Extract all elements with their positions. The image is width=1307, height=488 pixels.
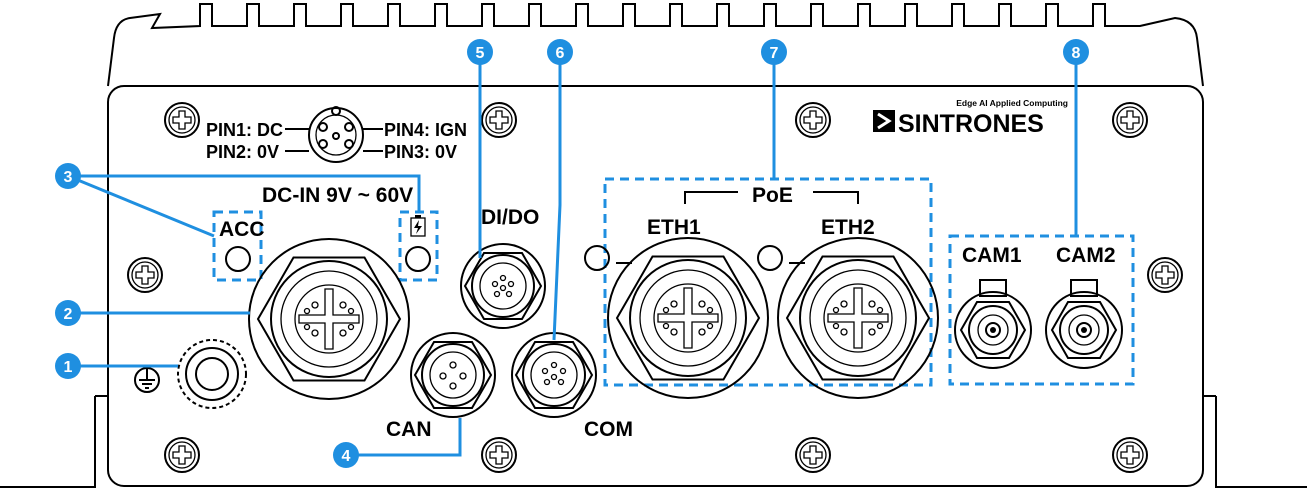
cam1-label: CAM1 <box>962 244 1022 267</box>
pin1-label: PIN1: DC <box>206 120 283 140</box>
dido-port: DI/DO <box>460 206 546 329</box>
callout-lines <box>67 52 1078 457</box>
com-label: COM <box>584 418 633 441</box>
com-port: COM <box>511 332 633 441</box>
eth1-label: ETH1 <box>647 216 701 239</box>
cam2-connector <box>1045 279 1123 369</box>
cam1-connector <box>954 279 1032 369</box>
can-label: CAN <box>386 418 432 441</box>
screw-icon <box>481 102 517 138</box>
eth2-led <box>757 245 783 271</box>
cam2-label: CAM2 <box>1056 244 1116 267</box>
battery-indicator <box>398 210 439 282</box>
callout-1: 1 <box>55 353 81 379</box>
ground-terminal <box>134 339 247 409</box>
callout-badges: 1 2 3 4 5 6 7 8 <box>55 39 1089 468</box>
brand-tagline: Edge AI Applied Computing <box>956 98 1068 108</box>
poe-eth-ports: PoE ETH1 ETH2 <box>584 177 939 399</box>
dc-in-connector <box>248 238 410 400</box>
callout-3: 3 <box>55 163 81 189</box>
screw-icon <box>164 102 200 138</box>
brand-logo: SINTRONES Edge AI Applied Computing <box>873 98 1068 138</box>
screw-icon <box>1112 102 1148 138</box>
eth2-label: ETH2 <box>821 216 875 239</box>
chassis <box>0 85 1307 488</box>
svg-text:3: 3 <box>64 169 73 186</box>
dc-in-label: DC-IN 9V ~ 60V <box>262 184 413 207</box>
battery-charge-icon <box>410 215 426 237</box>
heatsink-fins <box>107 3 1204 87</box>
svg-text:8: 8 <box>1072 45 1081 62</box>
svg-text:7: 7 <box>770 45 779 62</box>
camera-ports: CAM1 CAM2 <box>948 234 1135 386</box>
mounting-screws <box>127 102 1183 473</box>
callout-6: 6 <box>547 39 573 65</box>
eth1-connector <box>607 237 769 399</box>
screw-icon <box>127 257 163 293</box>
poe-label: PoE <box>752 184 793 207</box>
svg-text:6: 6 <box>556 45 565 62</box>
acc-led <box>225 246 251 272</box>
can-port: CAN <box>386 332 496 441</box>
pin3-label: PIN3: 0V <box>384 142 457 162</box>
svg-text:2: 2 <box>64 306 73 323</box>
callout-8: 8 <box>1063 39 1089 65</box>
eth2-connector <box>777 237 939 399</box>
screw-icon <box>1112 437 1148 473</box>
callout-7: 7 <box>761 39 787 65</box>
screw-icon <box>795 102 831 138</box>
svg-text:5: 5 <box>476 45 485 62</box>
pin4-label: PIN4: IGN <box>384 120 467 140</box>
acc-label: ACC <box>219 218 265 241</box>
pin2-label: PIN2: 0V <box>206 142 279 162</box>
callout-5: 5 <box>467 39 493 65</box>
power-pinout: PIN1: DC PIN2: 0V PIN4: IGN PIN3: 0V <box>206 106 467 163</box>
ground-icon <box>134 367 160 393</box>
svg-text:1: 1 <box>64 359 73 376</box>
callout-2: 2 <box>55 300 81 326</box>
callout-4: 4 <box>333 442 359 468</box>
svg-text:4: 4 <box>342 448 351 465</box>
brand-name: SINTRONES <box>898 110 1044 138</box>
battery-led <box>405 246 431 272</box>
screw-icon <box>1147 257 1183 293</box>
screw-icon <box>164 437 200 473</box>
dido-label: DI/DO <box>481 206 539 229</box>
screw-icon <box>481 437 517 473</box>
acc-indicator: ACC <box>212 210 265 282</box>
screw-icon <box>795 437 831 473</box>
eth1-led <box>584 245 610 271</box>
